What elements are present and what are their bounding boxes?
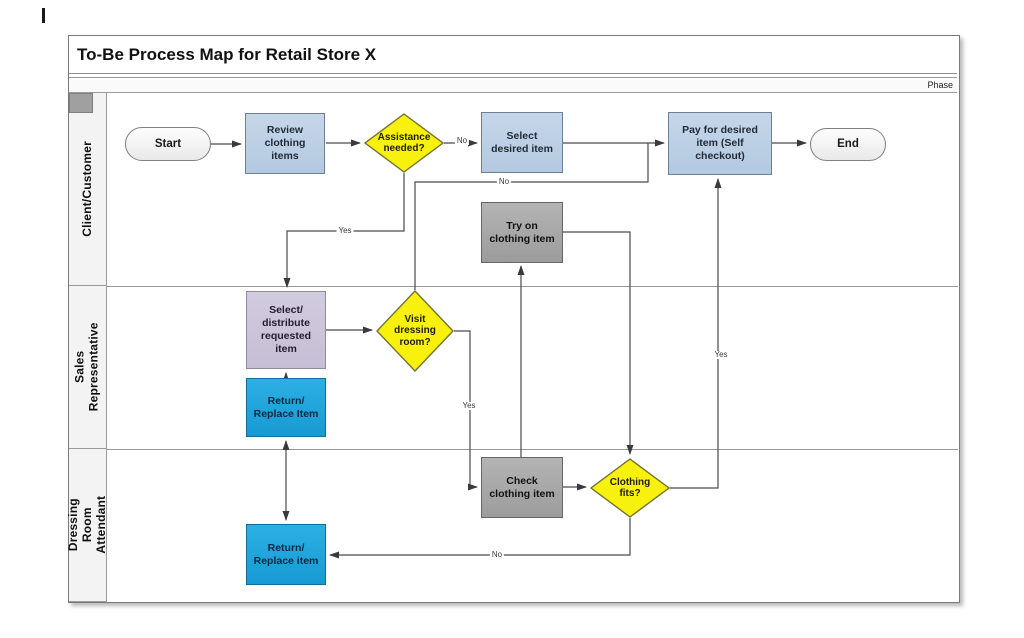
lane-label: Dressing Room Attendant [65, 496, 108, 554]
node-label: Review clothing items [264, 124, 306, 162]
edge-label-no: No [496, 177, 512, 186]
node-review-clothing-items[interactable]: Review clothing items [245, 113, 325, 174]
node-clothing-fits[interactable]: Clothing fits? [590, 458, 670, 518]
node-visit-dressing-room[interactable]: Visit dressing room? [376, 290, 454, 372]
node-label: Return/ Replace Item [253, 394, 319, 420]
lane-header-sales-representative: Sales Representative [69, 286, 107, 449]
node-start[interactable]: Start [125, 127, 211, 161]
node-label: Pay for desired item (Self checkout) [682, 124, 758, 162]
diamond-shape [376, 290, 454, 372]
node-label: Select/ distribute requested item [260, 304, 312, 355]
edge-label-no: No [454, 136, 470, 145]
edge-label-no: No [489, 550, 505, 559]
node-try-on-clothing-item[interactable]: Try on clothing item [481, 202, 563, 263]
node-return-replace-item-sales[interactable]: Return/ Replace Item [246, 378, 326, 437]
node-end[interactable]: End [810, 128, 886, 161]
edge-label-yes: Yes [460, 401, 478, 410]
edge-label-yes: Yes [336, 226, 354, 235]
node-check-clothing-item[interactable]: Check clothing item [481, 457, 563, 518]
page-edge-mark [42, 8, 45, 23]
diagram-title: To-Be Process Map for Retail Store X [69, 36, 957, 74]
lane-label: Sales Representative [72, 322, 101, 412]
lane-header-client-customer: Client/Customer [69, 93, 107, 286]
lane-column-corner-cell [69, 93, 93, 113]
node-label: Visit dressing room? [394, 313, 436, 348]
node-label: Check clothing item [489, 474, 555, 500]
node-label: Start [154, 137, 182, 150]
node-label: Assistance needed? [377, 131, 431, 155]
edge-label-yes: Yes [712, 350, 730, 359]
lane-label: Client/Customer [79, 141, 94, 237]
lane-header-dressing-room-attendant: Dressing Room Attendant [65, 449, 108, 602]
node-assistance-needed[interactable]: Assistance needed? [364, 113, 444, 173]
node-select-desired-item[interactable]: Select desired item [481, 112, 563, 173]
node-label: Return/ Replace item [253, 541, 319, 567]
lane-divider [107, 449, 958, 451]
lane-divider [107, 286, 958, 288]
node-label: End [837, 138, 859, 151]
node-label: Clothing fits? [609, 476, 651, 500]
phase-band-label: Phase [69, 77, 957, 93]
node-select-distribute-requested-item[interactable]: Select/ distribute requested item [246, 291, 326, 369]
node-label: Select desired item [491, 129, 553, 155]
node-pay-self-checkout[interactable]: Pay for desired item (Self checkout) [668, 112, 772, 175]
node-return-replace-item-attendant[interactable]: Return/ Replace item [246, 524, 326, 585]
diamond-shape [590, 458, 670, 518]
node-label: Try on clothing item [489, 219, 555, 245]
